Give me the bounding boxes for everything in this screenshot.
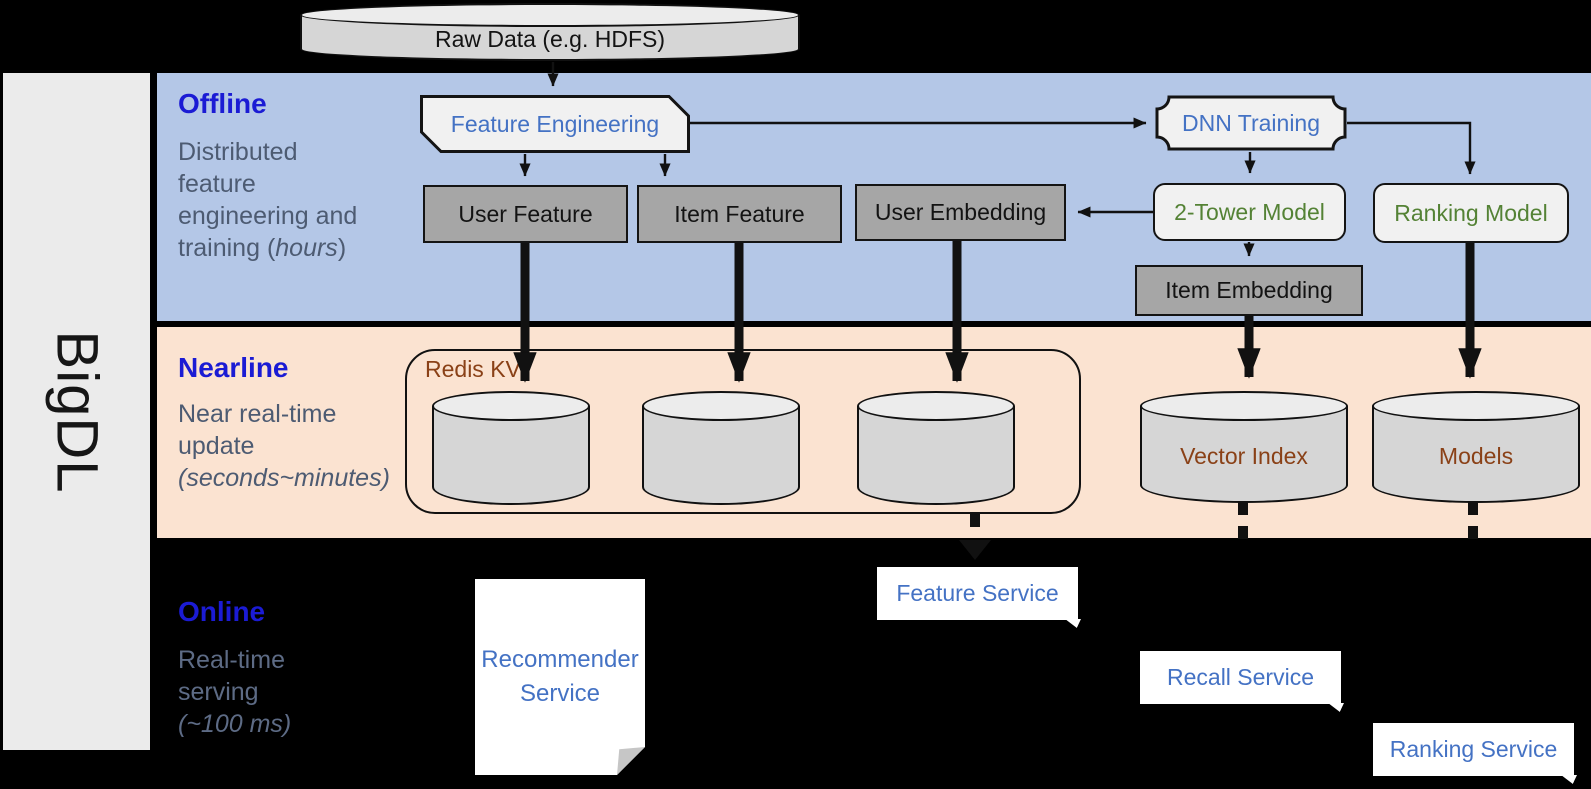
two-tower-model-node: 2-Tower Model xyxy=(1153,183,1346,241)
feature-service-label: Feature Service xyxy=(896,580,1059,606)
item-embedding-node: Item Embedding xyxy=(1135,265,1363,316)
bigdl-sidebar: BigDL xyxy=(3,73,150,750)
recommender-service-document: Recommender Service xyxy=(475,579,645,775)
recommender-service-label: Recommender Service xyxy=(481,646,639,707)
cylinder-top xyxy=(857,391,1015,421)
online-section-title: Online xyxy=(178,596,266,627)
models-label: Models xyxy=(1438,442,1514,469)
cylinder-top xyxy=(1140,391,1348,421)
cylinder-top xyxy=(642,391,800,421)
item-feature-node: Item Feature xyxy=(637,185,842,243)
folded-corner xyxy=(617,747,645,775)
offline-section-title: Offline xyxy=(178,88,267,119)
ranking-model-node: Ranking Model xyxy=(1373,183,1569,243)
user-feature-node: User Feature xyxy=(423,185,628,243)
dnn-training-label: DNN Training xyxy=(1181,109,1321,136)
bigdl-logo-text: BigDL xyxy=(44,330,109,493)
cylinder-top xyxy=(432,391,590,421)
redis-shard-cylinder-1 xyxy=(432,391,590,505)
item-feature-label: Item Feature xyxy=(674,200,805,227)
user-feature-label: User Feature xyxy=(458,200,593,227)
feature-service-node: Feature Service xyxy=(877,567,1078,620)
raw-data-store-cylinder: Raw Data (e.g. HDFS) xyxy=(300,3,800,61)
folded-corner xyxy=(1061,619,1081,628)
snip-corner-shape xyxy=(420,95,690,153)
feature-engineering-node: Feature Engineering xyxy=(420,95,690,153)
two-tower-model-label: 2-Tower Model xyxy=(1174,198,1325,225)
ranking-model-label: Ranking Model xyxy=(1394,199,1548,226)
dnn-training-node: DNN Training xyxy=(1155,95,1347,151)
user-embedding-label: User Embedding xyxy=(874,199,1047,225)
redis-kv-label: Redis KV xyxy=(425,356,521,382)
plaque-shape xyxy=(1155,95,1347,151)
cylinder-body xyxy=(642,406,800,505)
nearline-section-title: Nearline xyxy=(178,352,289,383)
ranking-service-label: Ranking Service xyxy=(1389,736,1558,762)
models-cylinder: Models xyxy=(1372,391,1580,503)
online-section-description: Real-time serving (~100 ms) xyxy=(178,646,292,738)
redis-shard-cylinder-3 xyxy=(857,391,1015,505)
ranking-service-node: Ranking Service xyxy=(1373,723,1574,776)
vector-index-label: Vector Index xyxy=(1180,442,1308,469)
cylinder-top xyxy=(300,3,800,27)
dashed-arrowhead xyxy=(959,540,991,560)
offline-section-description: Distributed feature engineering and trai… xyxy=(178,138,358,262)
cylinder-top xyxy=(1372,391,1580,421)
raw-data-label: Raw Data (e.g. HDFS) xyxy=(434,26,666,53)
item-embedding-label: Item Embedding xyxy=(1165,277,1333,303)
recall-service-node: Recall Service xyxy=(1140,651,1341,704)
folded-corner xyxy=(1557,775,1577,784)
nearline-section-description: Near real-time update (seconds~minutes) xyxy=(178,400,390,492)
redis-shard-cylinder-2 xyxy=(642,391,800,505)
cylinder-body xyxy=(857,406,1015,505)
vector-index-cylinder: Vector Index xyxy=(1140,391,1348,503)
folded-corner xyxy=(1324,703,1344,712)
recall-service-label: Recall Service xyxy=(1167,664,1314,690)
feature-engineering-label: Feature Engineering xyxy=(450,110,660,137)
user-embedding-node: User Embedding xyxy=(855,184,1066,241)
cylinder-body xyxy=(432,406,590,505)
